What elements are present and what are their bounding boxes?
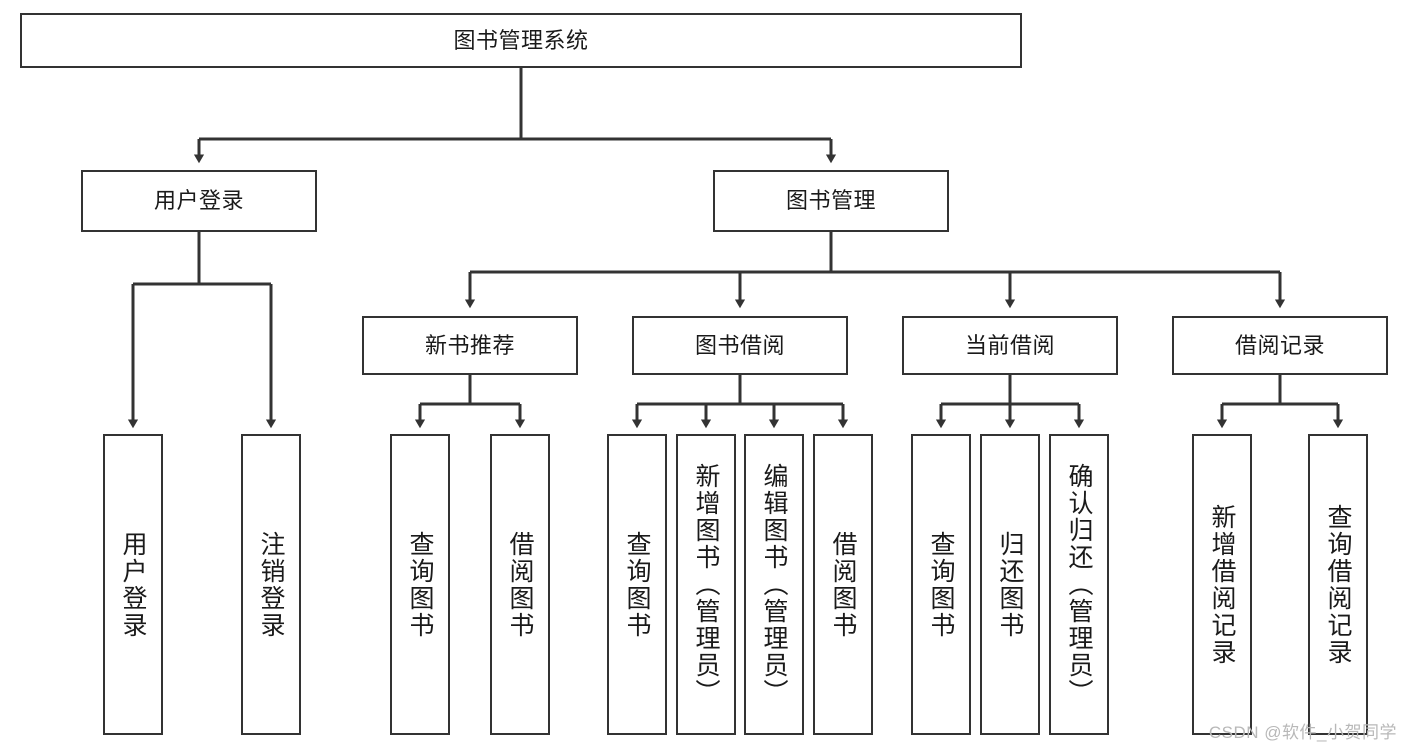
node-leaf-logout[interactable]: 注销登录 bbox=[241, 434, 301, 735]
node-leaf-logout-label: 注销登录 bbox=[257, 530, 285, 639]
node-borrow-record-label: 借阅记录 bbox=[1234, 332, 1325, 358]
node-leaf-confirm-return[interactable]: 确认归还（管理员） bbox=[1049, 434, 1109, 735]
node-leaf-return-book[interactable]: 归还图书 bbox=[980, 434, 1040, 735]
node-leaf-confirm-return-label: 确认归还（管理员） bbox=[1065, 463, 1093, 706]
node-leaf-user-login[interactable]: 用户登录 bbox=[103, 434, 163, 735]
node-book-borrow-label: 图书借阅 bbox=[694, 332, 785, 358]
node-leaf-add-record[interactable]: 新增借阅记录 bbox=[1192, 434, 1252, 735]
node-root[interactable]: 图书管理系统 bbox=[20, 13, 1022, 68]
node-current-borrow[interactable]: 当前借阅 bbox=[902, 316, 1118, 375]
node-leaf-return-book-label: 归还图书 bbox=[996, 530, 1024, 639]
node-leaf-query-record-label: 查询借阅记录 bbox=[1324, 503, 1352, 666]
node-leaf-query-book-2[interactable]: 查询图书 bbox=[607, 434, 667, 735]
node-leaf-borrow-book-2-label: 借阅图书 bbox=[829, 530, 857, 639]
node-leaf-borrow-book-1[interactable]: 借阅图书 bbox=[490, 434, 550, 735]
node-leaf-add-record-label: 新增借阅记录 bbox=[1208, 503, 1236, 666]
node-leaf-user-login-label: 用户登录 bbox=[119, 530, 147, 639]
node-current-borrow-label: 当前借阅 bbox=[964, 332, 1055, 358]
node-leaf-borrow-book-2[interactable]: 借阅图书 bbox=[813, 434, 873, 735]
node-book-manage[interactable]: 图书管理 bbox=[713, 170, 949, 232]
node-root-label: 图书管理系统 bbox=[453, 27, 589, 53]
node-leaf-borrow-book-1-label: 借阅图书 bbox=[506, 530, 534, 639]
node-leaf-add-book[interactable]: 新增图书（管理员） bbox=[676, 434, 736, 735]
node-user-login-label: 用户登录 bbox=[153, 188, 244, 214]
node-leaf-query-record[interactable]: 查询借阅记录 bbox=[1308, 434, 1368, 735]
node-leaf-query-book-3[interactable]: 查询图书 bbox=[911, 434, 971, 735]
node-leaf-edit-book[interactable]: 编辑图书（管理员） bbox=[744, 434, 804, 735]
node-user-login[interactable]: 用户登录 bbox=[81, 170, 317, 232]
node-leaf-query-book-2-label: 查询图书 bbox=[623, 530, 651, 639]
node-book-borrow[interactable]: 图书借阅 bbox=[632, 316, 848, 375]
node-leaf-query-book-3-label: 查询图书 bbox=[927, 530, 955, 639]
node-new-book-rec-label: 新书推荐 bbox=[424, 332, 515, 358]
node-leaf-add-book-label: 新增图书（管理员） bbox=[692, 463, 720, 706]
watermark-text: CSDN @软件_小贺同学 bbox=[1208, 723, 1397, 742]
node-leaf-query-book-1[interactable]: 查询图书 bbox=[390, 434, 450, 735]
node-book-manage-label: 图书管理 bbox=[785, 188, 876, 214]
node-new-book-rec[interactable]: 新书推荐 bbox=[362, 316, 578, 375]
node-leaf-query-book-1-label: 查询图书 bbox=[406, 530, 434, 639]
node-borrow-record[interactable]: 借阅记录 bbox=[1172, 316, 1388, 375]
node-leaf-edit-book-label: 编辑图书（管理员） bbox=[760, 463, 788, 706]
